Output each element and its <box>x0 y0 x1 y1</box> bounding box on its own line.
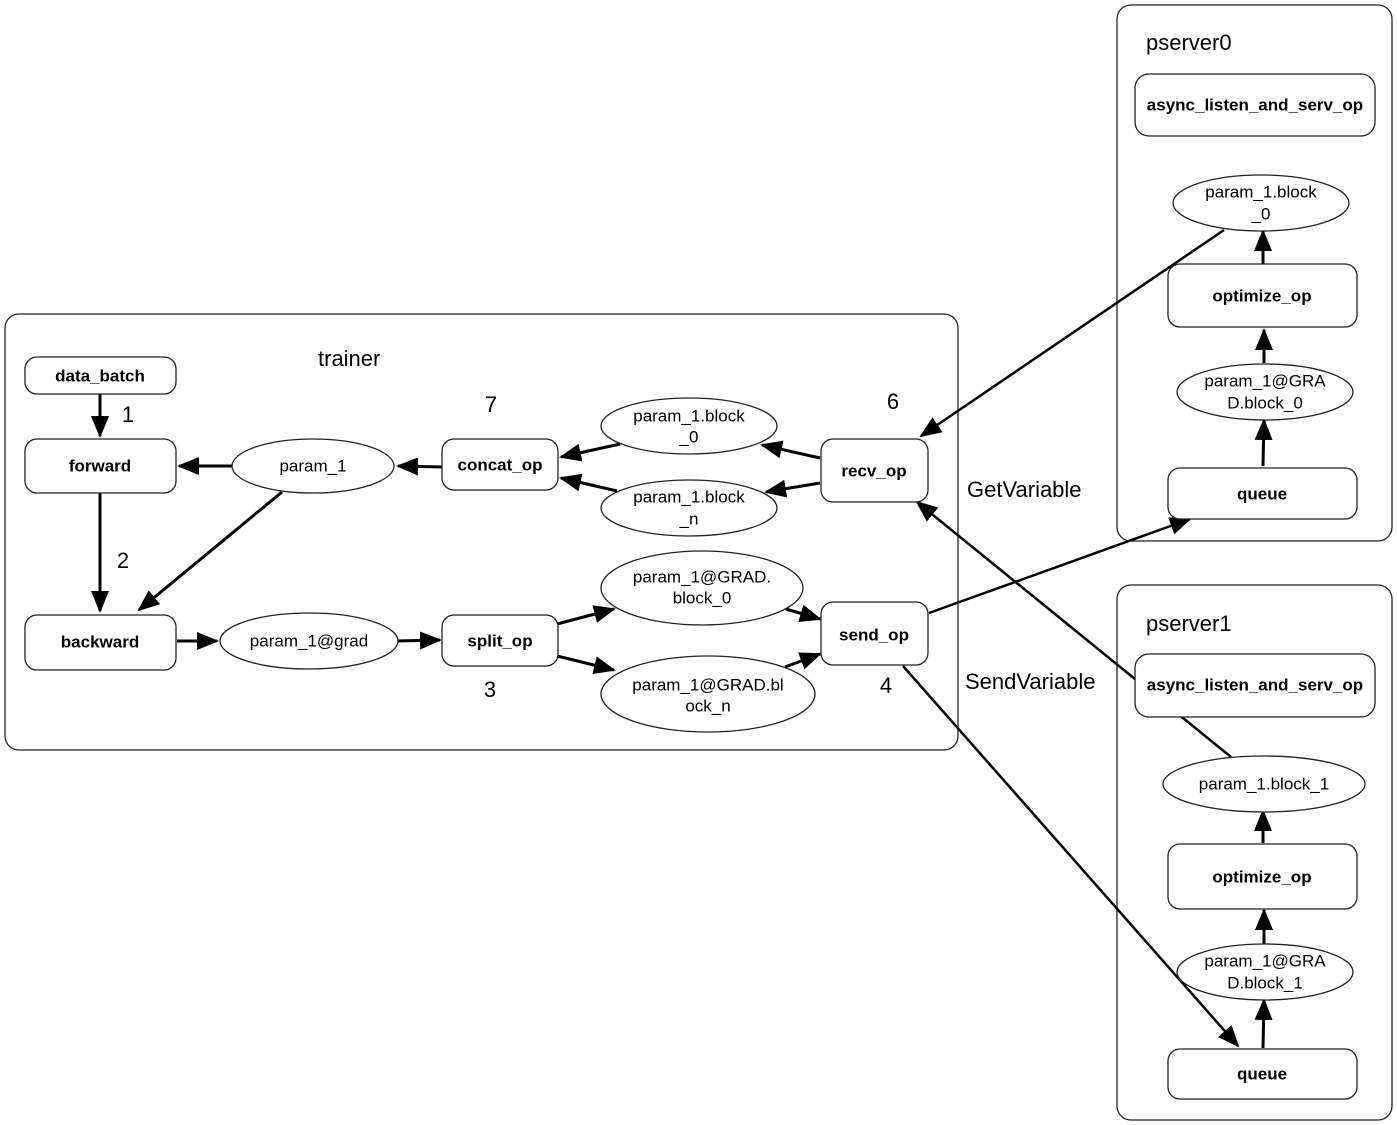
step-1: 1 <box>122 402 134 427</box>
edge-ps0-queue-grad <box>1254 418 1273 467</box>
var-param_1-grad-block_0[interactable]: param_1@GRAD. block_0 <box>600 550 804 626</box>
svg-text:param_1@GRAD.bl: param_1@GRAD.bl <box>632 675 783 694</box>
var-param_1-grad-block_n[interactable]: param_1@GRAD.bl ock_n <box>600 655 816 733</box>
step-4: 4 <box>880 673 892 698</box>
op-data_batch[interactable]: data_batch <box>24 356 177 395</box>
trainer-label: trainer <box>318 346 380 371</box>
step-7: 7 <box>485 392 497 417</box>
ps0-queue[interactable]: queue <box>1167 467 1358 520</box>
svg-text:async_listen_and_serv_op: async_listen_and_serv_op <box>1147 675 1363 694</box>
svg-text:concat_op: concat_op <box>457 455 542 474</box>
svg-text:queue: queue <box>1237 1064 1287 1083</box>
svg-text:forward: forward <box>69 456 131 475</box>
svg-text:backward: backward <box>61 632 139 651</box>
svg-text:data_batch: data_batch <box>55 366 145 385</box>
svg-text:block_0: block_0 <box>673 588 732 607</box>
svg-text:D.block_0: D.block_0 <box>1227 393 1303 412</box>
edge-gradblockn-send <box>784 652 822 670</box>
svg-text:param_1: param_1 <box>279 456 346 475</box>
ps0-listen-op[interactable]: async_listen_and_serv_op <box>1134 73 1376 137</box>
svg-text:split_op: split_op <box>467 631 532 650</box>
edge-send-pserver0-queue <box>928 517 1192 615</box>
svg-text:_0: _0 <box>1251 204 1271 223</box>
svg-text:_n: _n <box>679 509 699 528</box>
ps1-optimize-op[interactable]: optimize_op <box>1167 843 1358 910</box>
step-3: 3 <box>484 677 496 702</box>
op-forward[interactable]: forward <box>24 438 177 494</box>
svg-text:optimize_op: optimize_op <box>1212 867 1311 886</box>
svg-text:ock_n: ock_n <box>685 696 730 715</box>
ps1-grad-block[interactable]: param_1@GRA D.block_1 <box>1176 943 1354 1001</box>
step-2: 2 <box>117 548 129 573</box>
op-split[interactable]: split_op <box>441 614 559 667</box>
edge-param_1-backward <box>137 490 283 612</box>
svg-text:param_1.block: param_1.block <box>633 487 745 506</box>
edge-block0-concat <box>559 442 621 462</box>
edge-gradblock0-send <box>785 604 822 622</box>
svg-text:optimize_op: optimize_op <box>1212 286 1311 305</box>
svg-text:_0: _0 <box>679 427 699 446</box>
get-variable-label: GetVariable <box>967 477 1082 502</box>
ps0-optimize-op[interactable]: optimize_op <box>1167 263 1358 328</box>
svg-text:param_1.block_1: param_1.block_1 <box>1199 774 1329 793</box>
edge-send-pserver1-queue <box>902 665 1240 1048</box>
svg-text:param_1.block: param_1.block <box>633 406 745 425</box>
edge-split-gradblock0 <box>556 605 616 626</box>
send-variable-label: SendVariable <box>965 669 1095 694</box>
svg-text:param_1.block: param_1.block <box>1205 182 1317 201</box>
svg-text:param_1@GRA: param_1@GRA <box>1204 951 1326 970</box>
svg-text:queue: queue <box>1237 484 1287 503</box>
var-param_1-block_n[interactable]: param_1.block _n <box>600 479 778 537</box>
ps1-param-block[interactable]: param_1.block_1 <box>1162 755 1366 813</box>
op-concat[interactable]: concat_op <box>441 438 559 491</box>
step-6: 6 <box>887 389 899 414</box>
var-param_1-grad[interactable]: param_1@grad <box>219 612 399 670</box>
edge-grad-split <box>395 631 442 650</box>
ps0-grad-block[interactable]: param_1@GRA D.block_0 <box>1176 363 1354 421</box>
pserver1-label: pserver1 <box>1146 611 1232 636</box>
edge-recv-blockn <box>764 479 821 498</box>
op-recv[interactable]: recv_op <box>820 438 929 503</box>
svg-text:param_1@GRAD.: param_1@GRAD. <box>633 567 771 586</box>
edge-blockn-concat <box>559 473 618 493</box>
svg-text:recv_op: recv_op <box>841 461 906 480</box>
svg-text:param_1@GRA: param_1@GRA <box>1204 371 1326 390</box>
svg-text:D.block_1: D.block_1 <box>1227 973 1303 992</box>
op-send[interactable]: send_op <box>820 601 929 666</box>
edge-split-gradblockn <box>556 654 616 674</box>
edge-ps1-queue-grad <box>1254 998 1273 1049</box>
ps1-queue[interactable]: queue <box>1167 1048 1358 1100</box>
edge-concat-param_1 <box>396 457 444 476</box>
ps1-listen-op[interactable]: async_listen_and_serv_op <box>1134 653 1376 718</box>
ps0-param-block[interactable]: param_1.block _0 <box>1172 174 1350 232</box>
edge-recv-block0 <box>760 440 821 460</box>
pserver0-label: pserver0 <box>1146 30 1232 55</box>
svg-text:param_1@grad: param_1@grad <box>250 631 368 650</box>
var-param_1[interactable]: param_1 <box>231 438 395 494</box>
edge-pserver0-param-recv <box>919 228 1225 438</box>
svg-text:send_op: send_op <box>839 625 909 644</box>
svg-text:async_listen_and_serv_op: async_listen_and_serv_op <box>1147 95 1363 114</box>
var-param_1-block_0[interactable]: param_1.block _0 <box>600 397 778 455</box>
op-backward[interactable]: backward <box>24 614 177 671</box>
